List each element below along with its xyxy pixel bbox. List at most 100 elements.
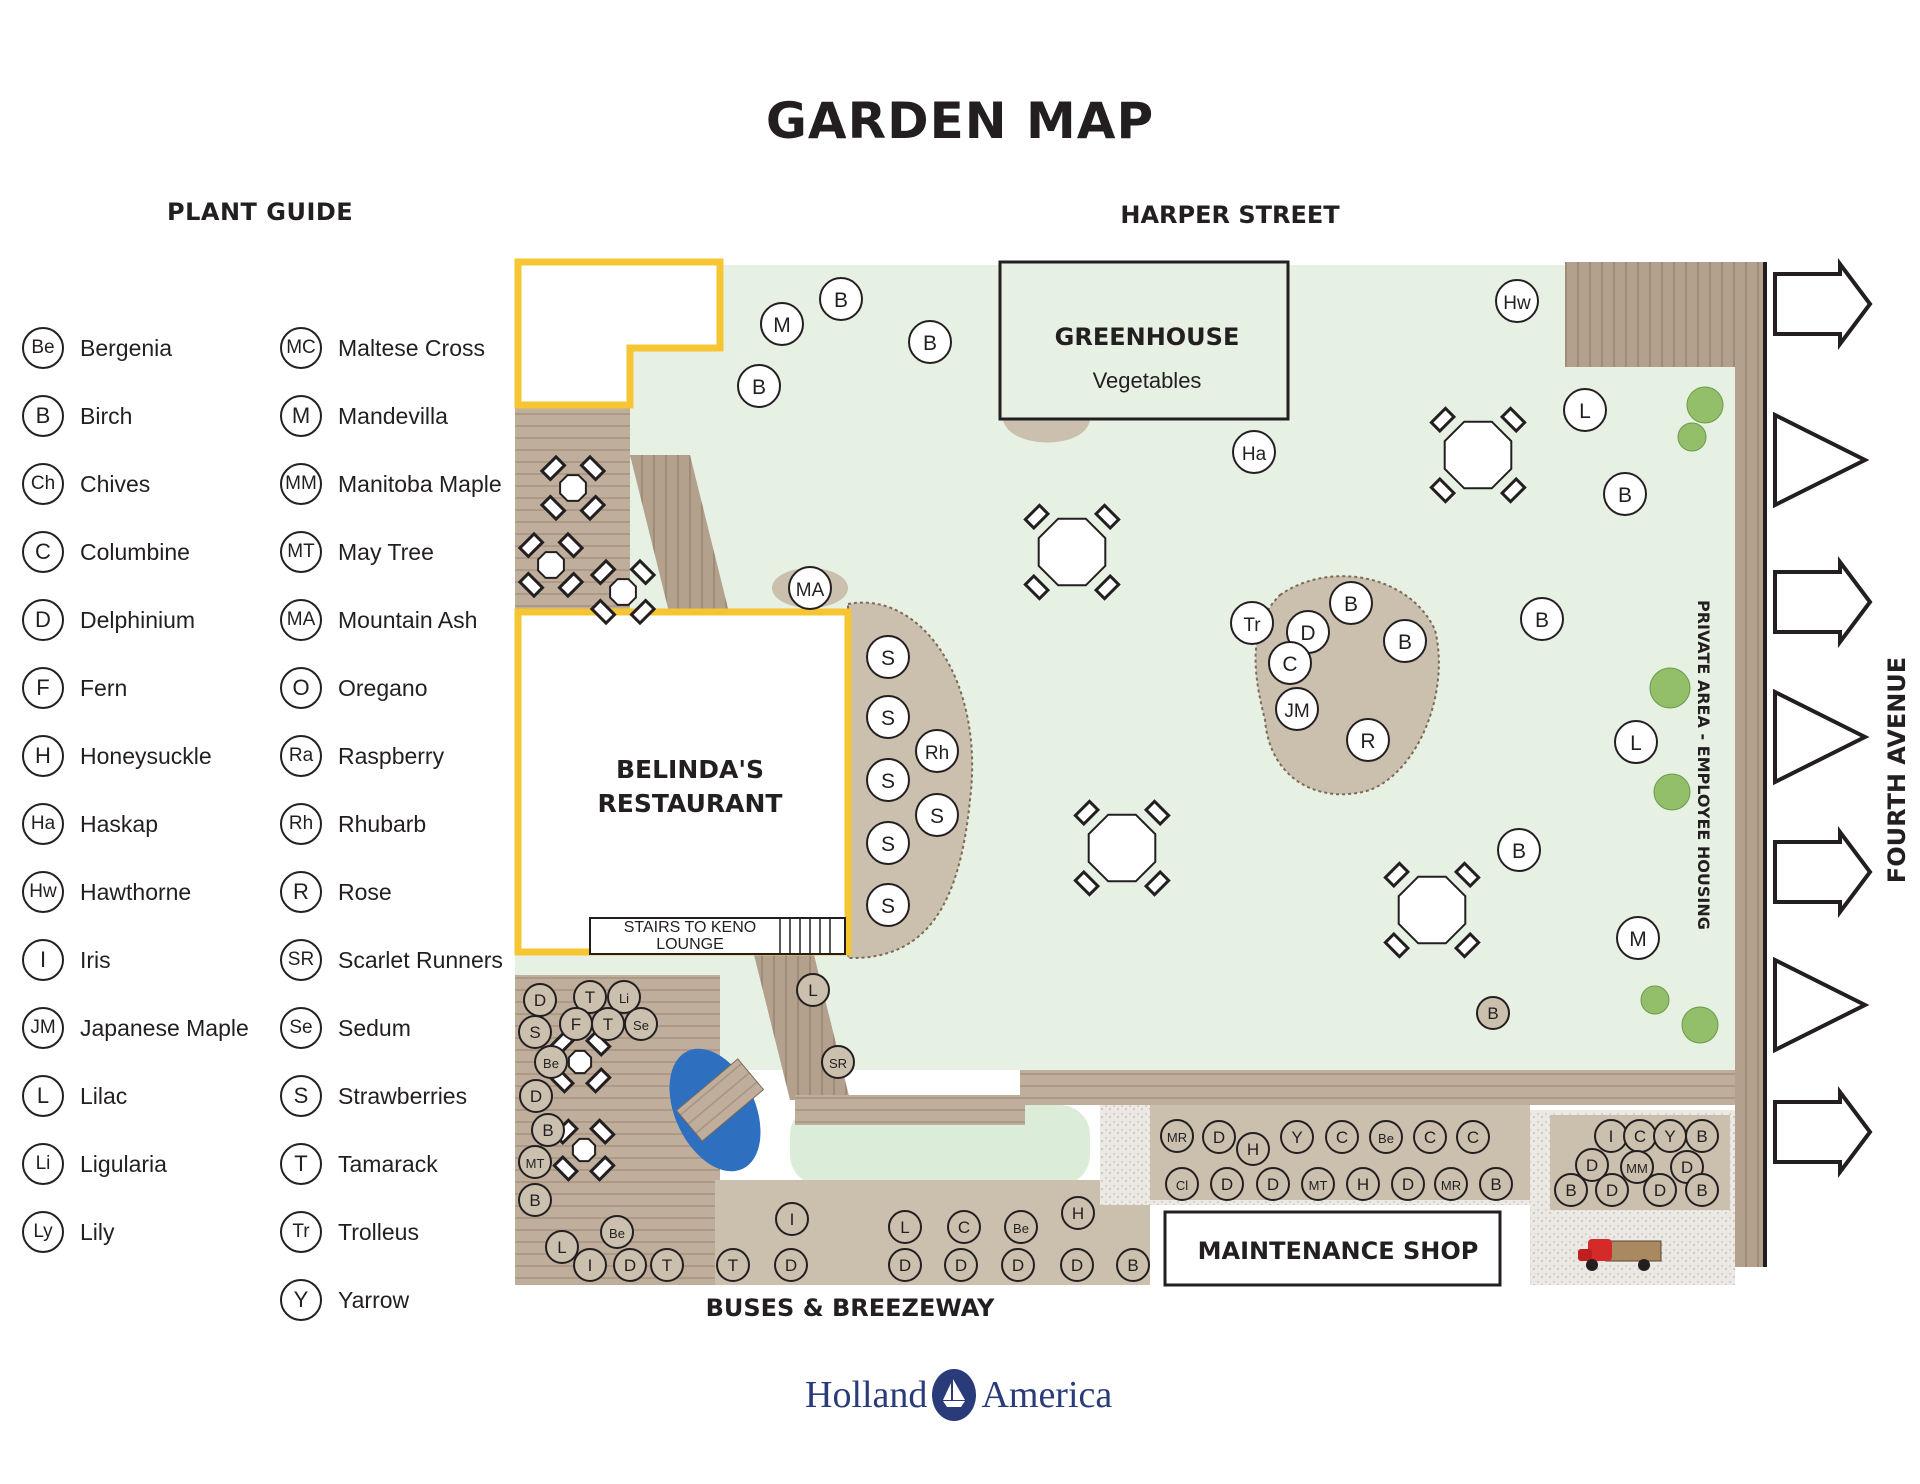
- plant-marker-label: Tr: [1243, 615, 1261, 636]
- plant-marker: D: [774, 1248, 808, 1282]
- plant-marker: B: [1685, 1173, 1719, 1207]
- plant-marker-label: Ha: [1242, 444, 1267, 465]
- plant-code-badge: SR: [280, 939, 322, 981]
- plant-marker-label: D: [785, 1256, 797, 1275]
- brand-left-word: Holland: [805, 1374, 928, 1416]
- plant-marker: B: [1476, 996, 1510, 1030]
- patio-outline: [514, 258, 724, 409]
- plant-marker-label: L: [557, 1238, 566, 1257]
- plant-marker: B: [737, 364, 781, 408]
- plant-name: Iris: [80, 946, 111, 973]
- plant-marker: M: [760, 302, 804, 346]
- plant-marker-label: D: [899, 1256, 911, 1275]
- plant-marker: D: [944, 1248, 978, 1282]
- plant-marker-label: Se: [633, 1018, 649, 1033]
- plant-marker-label: B: [1618, 484, 1632, 507]
- plant-marker: I: [1594, 1119, 1628, 1153]
- plant-marker: R: [1346, 718, 1390, 762]
- plant-marker: L: [888, 1210, 922, 1244]
- picnic-table-icon: [1073, 799, 1171, 897]
- plant-marker-label: S: [529, 1023, 540, 1042]
- plant-name: Lily: [80, 1218, 115, 1245]
- plant-marker-label: M: [1629, 928, 1647, 951]
- plant-marker: B: [819, 277, 863, 321]
- plant-marker: B: [1685, 1119, 1719, 1153]
- plant-code-badge: L: [22, 1075, 64, 1117]
- plant-marker: D: [1595, 1173, 1629, 1207]
- plant-marker: B: [908, 320, 952, 364]
- plant-marker: I: [775, 1202, 809, 1236]
- plant-name: Birch: [80, 402, 133, 429]
- street-buses-breezeway: BUSES & BREEZEWAY: [706, 1294, 995, 1322]
- plant-marker-label: C: [1282, 653, 1297, 676]
- plant-marker: D: [1391, 1167, 1425, 1201]
- plant-marker-label: S: [930, 805, 944, 828]
- plant-code-badge: Ch: [22, 463, 64, 505]
- plant-marker-label: B: [1696, 1127, 1707, 1146]
- bus-stall-icon: [1773, 258, 1873, 350]
- plant-code-badge: R: [280, 871, 322, 913]
- stairs-box: [589, 917, 846, 955]
- plant-code-badge: T: [280, 1143, 322, 1185]
- plant-marker-label: S: [881, 647, 895, 670]
- plant-name: Mandevilla: [338, 402, 448, 429]
- plant-marker: D: [613, 1248, 647, 1282]
- plant-marker-label: S: [881, 895, 895, 918]
- plant-marker: D: [1256, 1167, 1290, 1201]
- bus-stall-icon: [1773, 826, 1873, 918]
- plant-marker: JM: [1275, 687, 1319, 731]
- plant-marker-label: H: [1357, 1175, 1369, 1194]
- plant-marker: L: [545, 1230, 579, 1264]
- plant-marker: C: [947, 1210, 981, 1244]
- plant-code-badge: JM: [22, 1007, 64, 1049]
- plant-marker: D: [1060, 1248, 1094, 1282]
- plant-marker-label: MR: [1441, 1178, 1461, 1193]
- plant-code-badge: H: [22, 735, 64, 777]
- plant-marker-label: Y: [1664, 1127, 1675, 1146]
- plant-marker-label: C: [1424, 1128, 1436, 1147]
- plant-marker: MT: [1301, 1167, 1335, 1201]
- plant-marker: B: [1116, 1248, 1150, 1282]
- plant-marker-label: S: [881, 707, 895, 730]
- plant-marker-label: Cl: [1176, 1178, 1188, 1193]
- plant-marker-label: F: [571, 1015, 581, 1034]
- plant-marker: T: [573, 980, 607, 1014]
- plant-name: Manitoba Maple: [338, 470, 502, 497]
- plant-marker-label: D: [530, 1087, 542, 1106]
- plant-marker: C: [1456, 1120, 1490, 1154]
- plant-marker: H: [1346, 1167, 1380, 1201]
- plant-marker-label: B: [1535, 609, 1549, 632]
- plant-name: Mountain Ash: [338, 606, 478, 633]
- plant-code-badge: S: [280, 1075, 322, 1117]
- plant-marker: D: [523, 983, 557, 1017]
- plant-code-badge: Li: [22, 1143, 64, 1185]
- plant-marker-label: MT: [526, 1156, 545, 1171]
- plant-marker-label: T: [603, 1015, 613, 1034]
- plant-marker-label: H: [1072, 1204, 1084, 1223]
- plant-marker: MM: [1620, 1150, 1654, 1184]
- plant-marker: B: [1383, 619, 1427, 663]
- plant-marker-label: B: [1487, 1004, 1498, 1023]
- plant-name: Chives: [80, 470, 151, 497]
- picnic-table-icon: [1383, 861, 1481, 959]
- plant-marker: Cl: [1165, 1167, 1199, 1201]
- plant-marker-label: D: [1213, 1128, 1225, 1147]
- plant-marker-label: C: [1634, 1127, 1646, 1146]
- plant-name: Honeysuckle: [80, 742, 212, 769]
- plant-marker: Se: [624, 1007, 658, 1041]
- picnic-table-icon: [1023, 503, 1121, 601]
- pond-bridge: [675, 1058, 765, 1142]
- plant-marker: L: [1563, 388, 1607, 432]
- picnic-table-icon: [589, 558, 657, 626]
- plant-marker: S: [866, 821, 910, 865]
